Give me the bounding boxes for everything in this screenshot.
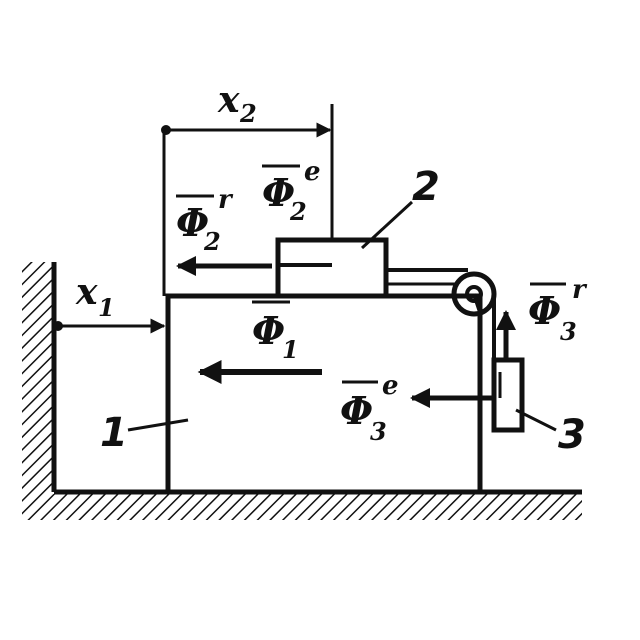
x2-label: x (217, 79, 240, 121)
leader-body-1 (127, 418, 189, 432)
phi3-e-superscript: e (382, 371, 399, 401)
body-1-block (165, 293, 483, 495)
rope (386, 268, 496, 360)
pulley (451, 271, 497, 317)
leader-body-3 (515, 408, 557, 432)
body-3-number: 3 (558, 412, 586, 458)
wall (22, 262, 57, 494)
x2-subscript: 2 (239, 99, 257, 128)
x1-label: x (75, 271, 98, 313)
body-2-number: 2 (412, 164, 440, 210)
phi2-e-label: Φ (262, 170, 295, 215)
phi2-r-superscript: r (218, 185, 234, 215)
phi2-e-subscript: 2 (289, 197, 307, 226)
phi3-e-subscript: 3 (370, 417, 387, 446)
leader-body-2 (360, 200, 414, 250)
phi2-r-label: Φ (176, 200, 209, 245)
phi1-subscript: 1 (282, 335, 299, 364)
body-3-block (491, 357, 525, 433)
body-2-block (275, 237, 389, 299)
x2-dimension (161, 104, 334, 296)
phi3-r-subscript: 3 (560, 317, 577, 346)
phi3-r-label: Φ (528, 288, 561, 333)
phi1-label: Φ (252, 308, 285, 353)
x1-dimension (53, 318, 166, 334)
phi3-e-label: Φ (340, 388, 373, 433)
floor (22, 489, 582, 520)
body-1-number: 1 (100, 410, 128, 456)
phi2-r-subscript: 2 (203, 227, 221, 256)
phi2-e-superscript: e (304, 157, 321, 187)
phi3-r-superscript: r (572, 275, 588, 305)
x1-subscript: 1 (98, 293, 115, 322)
